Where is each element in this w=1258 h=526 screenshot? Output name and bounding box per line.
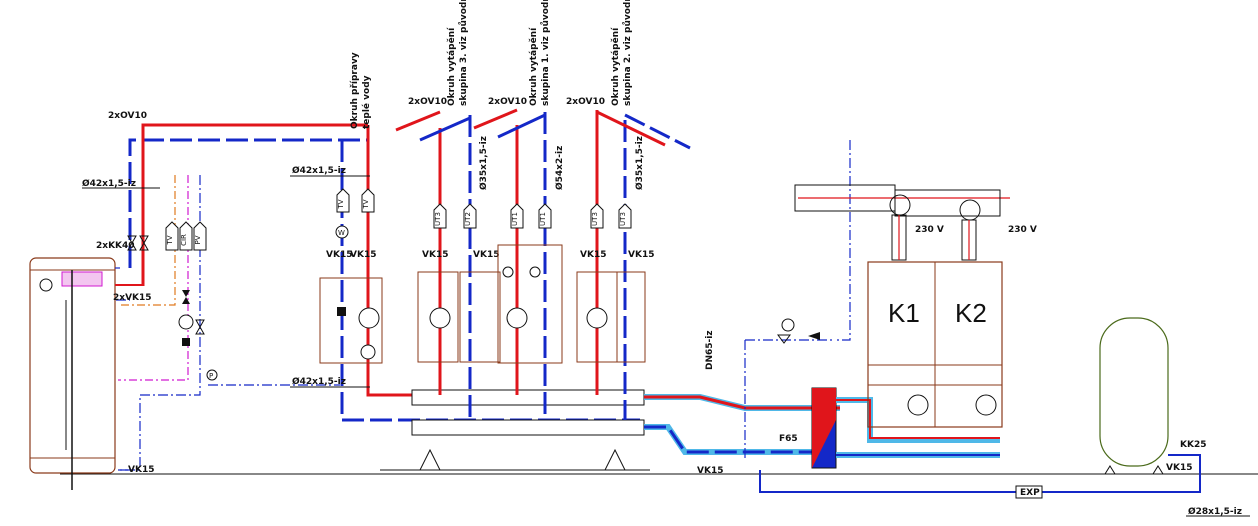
circuit-2-label-1: Okruh vytápění: [610, 27, 621, 106]
diagram-label: VK15: [473, 250, 499, 260]
diagram-label: VK15: [422, 250, 448, 260]
ov10-left-label: 2xOV10: [108, 111, 147, 121]
left-instrument-tags: TV CIR PV: [165, 221, 207, 251]
ov10-a-label: 2xOV10: [408, 97, 447, 107]
diagram-label: VK15: [628, 250, 654, 260]
d54-label: Ø54x2-iz: [554, 146, 565, 190]
diagram-label: UT3: [591, 212, 599, 226]
kk40-label: 2xKK40: [96, 241, 135, 251]
circuit-3-label-1: Okruh vytápění: [446, 27, 457, 106]
diagram-label: VK15: [350, 250, 376, 260]
return-header: [411, 419, 645, 436]
pv-tag: PV: [194, 235, 202, 244]
diagram-label: UT1: [539, 212, 547, 226]
dhw-circulation-pump: [178, 314, 194, 330]
diagram-label: UT3: [619, 212, 627, 226]
diagram-label: UT3: [434, 212, 442, 226]
flue-system: [794, 184, 1010, 261]
power-right-label: 230 V: [1008, 225, 1037, 235]
f65-label: F65: [779, 434, 798, 444]
dhw-circuit-label-1: Okruh přípravy: [350, 52, 360, 129]
boiler-cascade: K1 K2: [867, 261, 1003, 428]
circuit-1-label-2: skupina 1. viz původní PD: [540, 0, 551, 106]
water-meter-w: W: [338, 229, 345, 237]
diagram-label: TV: [337, 199, 345, 209]
vk15-bottom-label: VK15: [697, 466, 723, 476]
d35-a-label: Ø35x1,5-iz: [478, 136, 489, 190]
d35-b-label: Ø35x1,5-iz: [634, 136, 645, 190]
diagram-label: VK15: [326, 250, 352, 260]
boiler-k1-label: K1: [888, 298, 920, 328]
d42-top-label: Ø42x1,5-iz: [292, 165, 346, 176]
vk15-tank-label: VK15: [128, 465, 154, 475]
dhw-circuit-label-2: teplé vody: [361, 75, 372, 129]
diagram-label: UT2: [464, 212, 472, 226]
kk25-label: KK25: [1180, 440, 1206, 450]
expansion-vessel: [1099, 317, 1169, 475]
supply-header: [411, 389, 645, 406]
d42-left-label: Ø42x1,5-iz: [82, 178, 136, 189]
pressure-p: P: [209, 372, 213, 380]
circuit-1-label-1: Okruh vytápění: [528, 27, 539, 106]
boiler-k2-label: K2: [955, 298, 987, 328]
exp-label: EXP: [1020, 488, 1040, 498]
ov10-c-label: 2xOV10: [566, 97, 605, 107]
cir-tag: CIR: [180, 234, 188, 246]
dn65-label: DN65-iz: [705, 330, 715, 370]
diagram-label: UT1: [511, 212, 519, 226]
d42-bottom-label: Ø42x1,5-iz: [292, 376, 346, 387]
dhw-circuit-pump: [358, 307, 380, 329]
tv-tag-left: TV: [166, 235, 174, 245]
d28-label: Ø28x1,5-iz: [1188, 506, 1242, 517]
diagram-label: VK15: [580, 250, 606, 260]
circuit-2-label-2: skupina 2. viz původní PD: [622, 0, 633, 106]
diagram-label: TV: [362, 199, 370, 209]
dhw-pump-group: [319, 277, 383, 364]
circuit-3-label-2: skupina 3. viz původní PD: [458, 0, 469, 106]
water-heater-tank: [29, 257, 116, 490]
vk15-exp-label: VK15: [1166, 463, 1192, 473]
vk15-double-label: 2xVK15: [113, 293, 152, 303]
power-left-label: 230 V: [915, 225, 944, 235]
ov10-b-label: 2xOV10: [488, 97, 527, 107]
